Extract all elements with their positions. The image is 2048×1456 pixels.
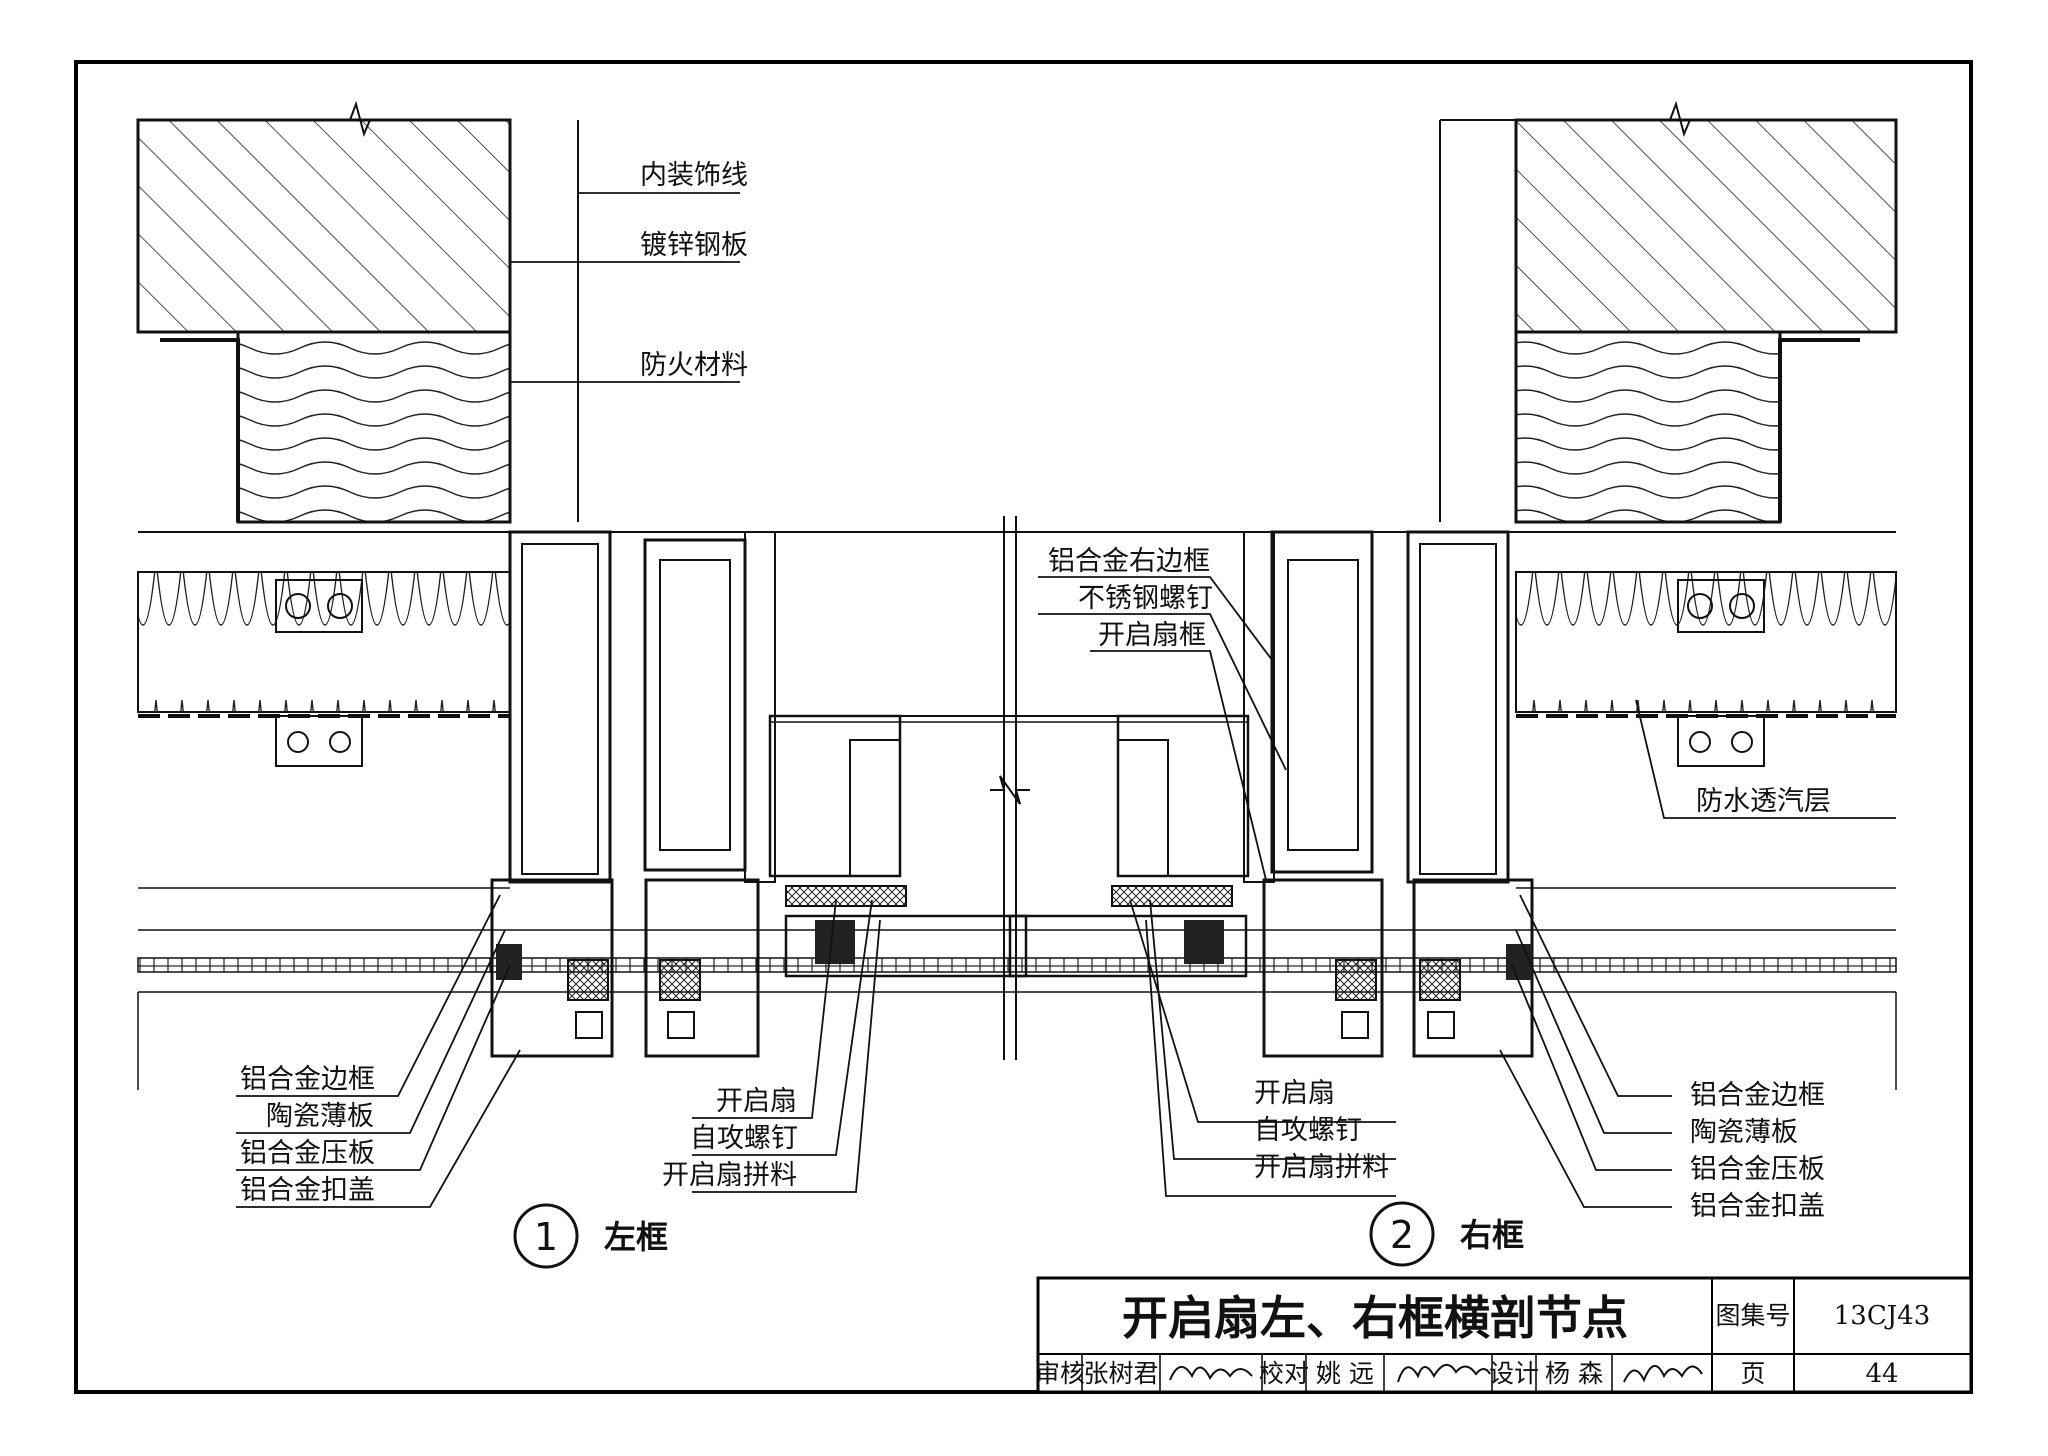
label-galvanized-steel: 镀锌钢板 bbox=[640, 230, 748, 261]
label-left-al-side-frame: 铝合金边框 bbox=[240, 1064, 375, 1095]
checker-signature bbox=[1397, 1364, 1491, 1383]
fire-material-left bbox=[236, 330, 512, 524]
insulation-right bbox=[1515, 571, 1897, 713]
fire-material-right bbox=[1514, 330, 1782, 524]
label-right-sash-joint: 开启扇拼料 bbox=[1254, 1152, 1389, 1183]
review-label: 审核 bbox=[1035, 1359, 1085, 1388]
label-fireproof-material: 防火材料 bbox=[640, 350, 748, 381]
concrete-wall-left bbox=[136, 118, 512, 334]
label-decor-line: 内装饰线 bbox=[640, 160, 748, 191]
check-label: 校对 bbox=[1259, 1359, 1309, 1388]
left-frame-detail bbox=[136, 100, 1028, 1090]
label-left-sash: 开启扇 bbox=[716, 1086, 797, 1117]
detail-name-2: 右框 bbox=[1460, 1216, 1524, 1254]
label-right-al-cover: 铝合金扣盖 bbox=[1690, 1191, 1825, 1222]
label-left-sash-joint: 开启扇拼料 bbox=[662, 1160, 797, 1191]
drawing-border bbox=[74, 60, 1973, 1394]
atlas-number: 13CJ43 bbox=[1834, 1301, 1930, 1331]
atlas-label: 图集号 bbox=[1715, 1301, 1790, 1330]
right-frame-detail bbox=[1008, 100, 1898, 1090]
label-left-ceramic-panel: 陶瓷薄板 bbox=[266, 1101, 374, 1132]
detail-number-2: 2 bbox=[1390, 1213, 1414, 1257]
reviewer-name: 张树君 bbox=[1083, 1359, 1158, 1388]
page-number: 44 bbox=[1865, 1359, 1898, 1389]
designer-signature bbox=[1623, 1365, 1703, 1383]
designer-name: 杨 森 bbox=[1545, 1359, 1603, 1388]
detail-marker-2 bbox=[1369, 1201, 1435, 1267]
label-right-frame-al: 铝合金右边框 bbox=[1048, 546, 1210, 577]
design-label: 设计 bbox=[1489, 1359, 1539, 1388]
checker-name: 姚 远 bbox=[1316, 1359, 1374, 1388]
label-sash-frame: 开启扇框 bbox=[1098, 620, 1206, 651]
concrete-wall-right bbox=[1514, 118, 1898, 334]
detail-marker-1 bbox=[513, 1203, 579, 1269]
label-ss-screw: 不锈钢螺钉 bbox=[1078, 583, 1213, 614]
label-right-al-side-frame: 铝合金边框 bbox=[1690, 1080, 1825, 1111]
insulation-left bbox=[137, 571, 511, 713]
drawing-title: 开启扇左、右框横剖节点 bbox=[1122, 1291, 1628, 1345]
label-waterproof-layer: 防水透汽层 bbox=[1696, 786, 1831, 817]
label-right-sash: 开启扇 bbox=[1254, 1078, 1335, 1109]
label-left-tapping-screw: 自攻螺钉 bbox=[690, 1123, 798, 1154]
label-right-al-press-plate: 铝合金压板 bbox=[1690, 1154, 1825, 1185]
label-right-ceramic-panel: 陶瓷薄板 bbox=[1690, 1117, 1798, 1148]
label-right-tapping-screw: 自攻螺钉 bbox=[1254, 1115, 1362, 1146]
detail-number-1: 1 bbox=[534, 1215, 558, 1259]
leader-lines bbox=[236, 192, 1896, 1208]
reviewer-signature bbox=[1169, 1366, 1253, 1381]
page-label: 页 bbox=[1740, 1359, 1765, 1388]
detail-name-1: 左框 bbox=[604, 1218, 668, 1256]
label-left-al-cover: 铝合金扣盖 bbox=[240, 1175, 375, 1206]
label-left-al-press-plate: 铝合金压板 bbox=[240, 1138, 375, 1169]
